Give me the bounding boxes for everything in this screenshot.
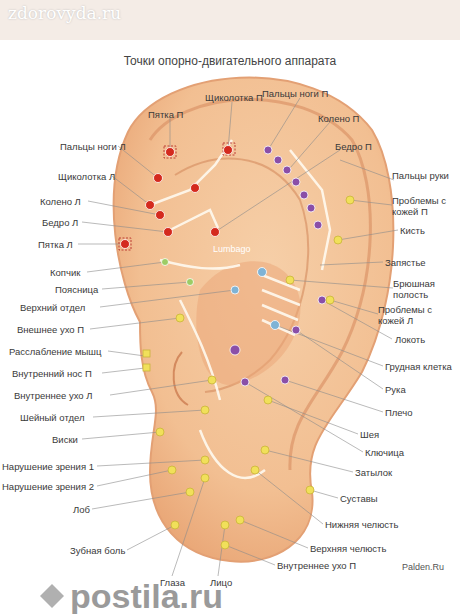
point-label: Колено Л	[40, 196, 81, 207]
logo-mark	[40, 584, 64, 608]
point-label: Проблемы с кожей Л	[378, 304, 450, 326]
point-label: Кисть	[400, 225, 425, 236]
point-label: Внутренний нос П	[12, 368, 92, 379]
point-label: Шейный отдел	[20, 412, 84, 423]
point-label: Нарушение зрения 2	[2, 481, 94, 492]
watermark: postila.ru	[70, 578, 270, 614]
blue-points	[231, 268, 280, 330]
point-label: Пятка П	[148, 109, 183, 120]
purple-points	[230, 146, 326, 386]
point-label: Локоть	[395, 334, 425, 345]
red-points	[121, 146, 233, 249]
point-label: Шея	[360, 429, 379, 440]
point-label: Зубная боль	[70, 545, 125, 556]
concha	[196, 261, 300, 385]
antihelix	[175, 159, 308, 392]
yellow-points	[143, 196, 354, 549]
point-label: Внешнее ухо П	[17, 324, 84, 335]
point-label: Суставы	[340, 493, 378, 504]
point-label: Внутреннее ухо П	[277, 560, 356, 571]
header-band	[0, 0, 460, 40]
point-label: Внутреннее ухо Л	[14, 390, 93, 401]
point-label: Виски	[52, 434, 78, 445]
point-label: Пальцы ноги Л	[60, 141, 126, 152]
point-label: Брюшная полость	[393, 278, 453, 300]
point-label: Ключица	[365, 447, 404, 458]
watermark: zdorovyda.ru	[8, 8, 148, 19]
point-label: Запястье	[385, 257, 426, 268]
point-label: Бедро Л	[42, 217, 78, 228]
point-label: Расслабление мышц	[9, 346, 101, 357]
point-label: Пятка Л	[38, 239, 73, 250]
helix-rim	[150, 99, 370, 470]
ear-outline	[114, 78, 394, 562]
point-label: Lumbago	[213, 244, 251, 255]
point-label: Затылок	[355, 467, 392, 478]
skeleton-sketch	[150, 140, 330, 478]
point-label: Щиколотка Л	[58, 171, 115, 182]
point-label: Нижняя челюсть	[325, 519, 398, 530]
watermark: Palden.Ru	[402, 562, 444, 573]
point-label: Щиколотка П	[205, 92, 263, 103]
point-label: Лоб	[73, 504, 90, 515]
point-label: Поясница	[55, 284, 98, 295]
point-label: Верхняя челюсть	[310, 543, 386, 554]
point-label: Пальцы ноги П	[262, 88, 328, 99]
green-points	[162, 259, 194, 286]
point-label: Колено П	[318, 113, 359, 124]
point-frames	[119, 143, 235, 250]
point-label: Копчик	[50, 267, 80, 278]
leader-lines	[78, 98, 398, 576]
point-label: Верхний отдел	[20, 302, 85, 313]
diagram-title: Точки опорно-двигательного аппарата	[110, 54, 350, 68]
point-label: Рука	[385, 384, 406, 395]
point-label: Нарушение зрения 1	[2, 461, 94, 472]
point-label: Бедро П	[335, 141, 372, 152]
point-label: Плечо	[385, 407, 413, 418]
point-label: Проблемы с кожей П	[392, 195, 458, 217]
tragus	[174, 352, 188, 405]
point-label: Пальцы руки	[392, 170, 449, 181]
point-label: Грудная клетка	[385, 361, 452, 372]
